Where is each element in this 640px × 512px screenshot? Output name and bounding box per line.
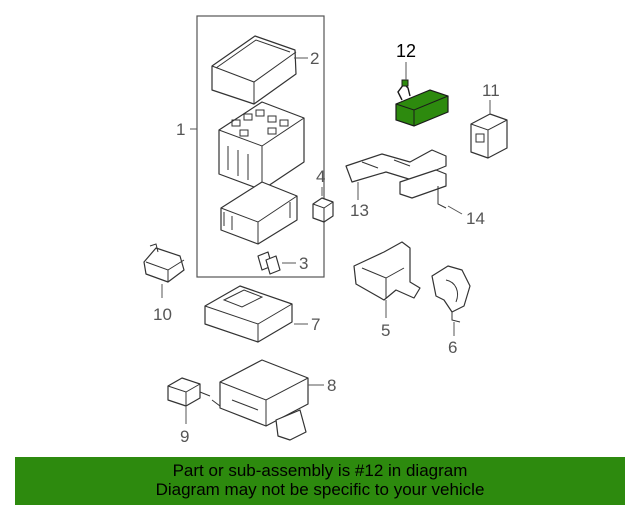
part-14-bracket[interactable] [399, 169, 447, 209]
callout-4: 4 [316, 167, 325, 186]
part-8-ecu[interactable] [219, 359, 309, 441]
part-1-base-tray[interactable] [220, 181, 298, 245]
callout-2: 2 [310, 49, 319, 68]
part-5-bracket[interactable] [353, 241, 421, 301]
part-10-module[interactable] [143, 243, 185, 283]
leader-lines [161, 57, 491, 424]
banner-line-1: Part or sub-assembly is #12 in diagram [172, 461, 468, 480]
banner-line-2: Diagram may not be specific to your vehi… [155, 480, 485, 499]
callout-3: 3 [299, 254, 308, 273]
part-1-fuse-box[interactable] [218, 101, 305, 191]
part-7-control-module[interactable] [204, 285, 293, 343]
part-2-cover[interactable] [211, 35, 297, 105]
part-3-clips[interactable] [257, 251, 281, 275]
callout-7: 7 [311, 315, 320, 334]
callout-11: 11 [482, 81, 500, 100]
part-9-relay[interactable] [167, 377, 221, 407]
callout-10: 10 [153, 305, 172, 324]
callout-14: 14 [466, 209, 485, 228]
part-6-plate[interactable] [431, 265, 471, 323]
part-4-relay[interactable] [312, 197, 334, 223]
info-banner: Part or sub-assembly is #12 in diagram D… [15, 457, 625, 505]
callout-6: 6 [448, 338, 457, 357]
part-13-bracket[interactable] [345, 149, 447, 183]
group-box [196, 15, 325, 278]
callout-8: 8 [327, 376, 336, 395]
callout-12: 12 [396, 41, 416, 61]
callout-5: 5 [381, 321, 390, 340]
callout-1: 1 [176, 120, 185, 139]
callout-13: 13 [350, 201, 369, 220]
callout-9: 9 [180, 427, 189, 446]
part-11-module[interactable] [470, 113, 508, 159]
part-12-relay-module[interactable] [395, 79, 449, 127]
